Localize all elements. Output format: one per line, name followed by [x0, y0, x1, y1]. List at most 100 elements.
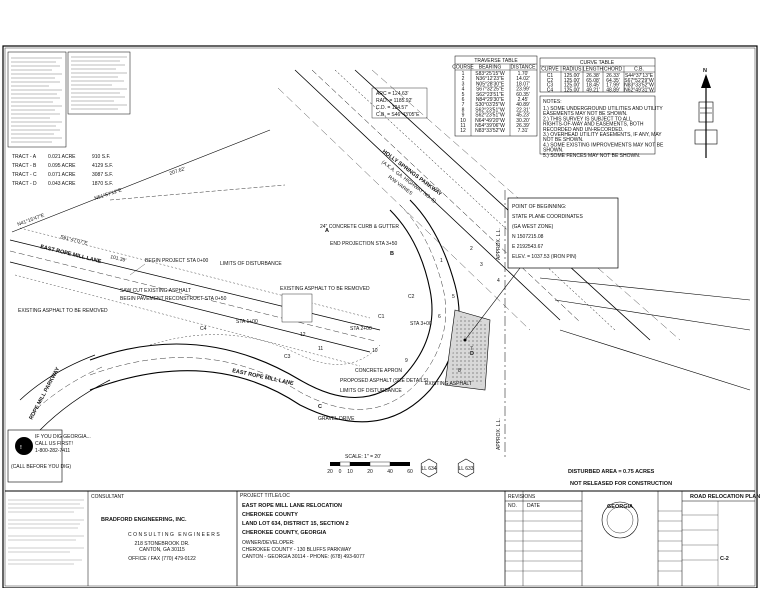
traverse-header: BEARING [479, 65, 502, 71]
revisions-date: DATE [527, 503, 541, 509]
traverse-distance: 23.99' [516, 87, 530, 93]
scale-label: SCALE: 1" = 20' [345, 454, 381, 460]
traverse-course: 3 [462, 81, 465, 87]
traverse-distance: 30.20' [516, 118, 530, 124]
scale-tick: 40 [387, 469, 393, 475]
curve-cell: 26.33' [606, 73, 620, 79]
course-number: 6 [438, 314, 441, 320]
arc-chord-bearing: C.B. = S46°43'05"E [376, 112, 420, 118]
note-line: 5.) SOME FENCES MAY NOT BE SHOWN. [543, 153, 640, 159]
traverse-distance: 60.35' [516, 92, 530, 98]
curve-cell: C3 [547, 83, 554, 89]
tract-acres: 0.043 ACRE [48, 181, 76, 187]
curve-cell: C2 [547, 78, 554, 84]
project-title: EAST ROPE MILL LANE RELOCATION [242, 503, 342, 509]
tract-sf: 910 S.F. [92, 154, 110, 160]
rope-mill-parkway [19, 354, 111, 431]
svg-text:N51°57'12"E: N51°57'12"E [94, 187, 123, 202]
curve-cell: 26.38' [586, 73, 600, 79]
disturbed-area: DISTURBED AREA = 0.75 ACRES [568, 469, 655, 475]
svg-text:!: ! [20, 445, 22, 451]
scale-tick: 60 [407, 469, 413, 475]
traverse-header: DISTANCE [511, 65, 537, 71]
scale-tick: 10 [347, 469, 353, 475]
course-number: 5 [452, 294, 455, 300]
traverse-bearing: S30°03'25"W [475, 102, 505, 108]
tract-label: C [318, 404, 322, 410]
tract-acres: 0.071 ACRE [48, 172, 76, 178]
svg-text:APPROX. L.L.: APPROX. L.L. [496, 228, 502, 260]
traverse-distance: 26.39' [516, 123, 530, 129]
curve-header: C.B. [634, 67, 644, 73]
svg-text:N 1507215.08: N 1507215.08 [512, 234, 544, 240]
traverse-bearing: S62°23'51"W [475, 107, 505, 113]
curve-header: LENGTH [583, 67, 604, 73]
traverse-course: 11 [460, 123, 465, 129]
svg-text:GRAVEL DRIVE: GRAVEL DRIVE [318, 416, 355, 422]
traverse-distance: 18.07' [516, 81, 530, 87]
svg-text:EXISTING ASPHALT: EXISTING ASPHALT [425, 381, 472, 387]
traverse-course: 9 [462, 113, 465, 119]
traverse-distance: 45.23' [516, 113, 530, 119]
traverse-bearing: S83°25'15"W [475, 71, 505, 77]
curve-cell: 125.00' [564, 87, 580, 93]
svg-text:CALL US FIRST!: CALL US FIRST! [35, 441, 73, 447]
svg-text:101.39': 101.39' [110, 254, 127, 264]
land-lot-hex [457, 458, 475, 478]
tract-name: TRACT - B [12, 163, 37, 169]
traverse-distance: 2.45' [518, 97, 529, 103]
land-lot-line: APPROX. L.L. APPROX. L.L. [496, 190, 506, 460]
notes-block: NOTES: 1.) SOME UNDERGROUND UTILITIES AN… [539, 95, 664, 159]
traverse-bearing: N83°33'52"W [475, 128, 505, 134]
curve-cell: 125.00' [564, 78, 580, 84]
course-number: 11 [318, 346, 323, 352]
curve-cell: 48.89' [606, 87, 620, 93]
north-label: N [703, 68, 707, 74]
svg-text:(GA WEST ZONE): (GA WEST ZONE) [512, 224, 554, 230]
traverse-course: 10 [460, 118, 466, 124]
svg-text:EAST ROPE MILL LANE: EAST ROPE MILL LANE [40, 244, 102, 265]
tract-name: TRACT - A [12, 154, 37, 160]
traverse-distance: 40.89' [516, 102, 530, 108]
curve-label: C1 [378, 314, 385, 320]
not-released: NOT RELEASED FOR CONSTRUCTION [570, 481, 672, 487]
point-of-beginning: POINT OF BEGINNING: STATE PLANE COORDINA… [463, 197, 619, 342]
project-label: PROJECT TITLE/LOC [240, 493, 290, 499]
firm-subtitle: CONSULTING ENGINEERS [128, 532, 221, 538]
traverse-course: 8 [462, 107, 465, 113]
east-rope-mill-label: EAST ROPE MILL LANE [40, 244, 102, 265]
svg-text:LIMITS OF DISTURBANCE: LIMITS OF DISTURBANCE [340, 388, 402, 394]
course-number: 4 [497, 278, 500, 284]
course-number: 1 [440, 258, 443, 264]
firm-address-2: CANTON, GA 30115 [139, 547, 185, 553]
note-line: EASEMENTS MAY NOT BE SHOWN. [543, 111, 627, 117]
curve-cell: S44°37'13"E [625, 73, 654, 79]
owner-label: OWNER/DEVELOPER: [242, 540, 295, 546]
course-number: 9 [405, 358, 408, 364]
course-number: 7 [470, 346, 473, 352]
note-line: NOT BE SHOWN. [543, 137, 583, 143]
svg-text:ROPE MILL PARKWAY: ROPE MILL PARKWAY [28, 366, 61, 421]
traverse-header: COURSE [452, 65, 474, 71]
tract-name: TRACT - D [12, 181, 37, 187]
curve-cell: 17.99' [606, 83, 620, 89]
traverse-distance: 7.31' [518, 128, 529, 134]
legend-block [7, 51, 131, 148]
holly-springs-label: HOLLY SPRINGS PARKWAY (A.K.A. GA. HIGHWA… [380, 149, 443, 205]
arc-radius: RAD. = 1185.92' [376, 98, 412, 104]
curve-label: C2 [408, 294, 415, 300]
engineer-seal: GEORGIA [601, 501, 639, 539]
svg-text:END PROJECTION STA 3+50: END PROJECTION STA 3+50 [330, 241, 398, 247]
svg-text:GEORGIA: GEORGIA [607, 504, 633, 510]
scale-tick: 20 [367, 469, 373, 475]
svg-text:STATE PLANE COORDINATES: STATE PLANE COORDINATES [512, 214, 584, 220]
svg-text:ELEV. = 1037.53 (IRON PIN): ELEV. = 1037.53 (IRON PIN) [512, 254, 577, 260]
svg-text:POINT OF BEGINNING:: POINT OF BEGINNING: [512, 204, 566, 210]
note-line: 2.) THIS SURVEY IS SUBJECT TO ALL [543, 116, 632, 122]
curve-title: CURVE TABLE [580, 60, 615, 66]
